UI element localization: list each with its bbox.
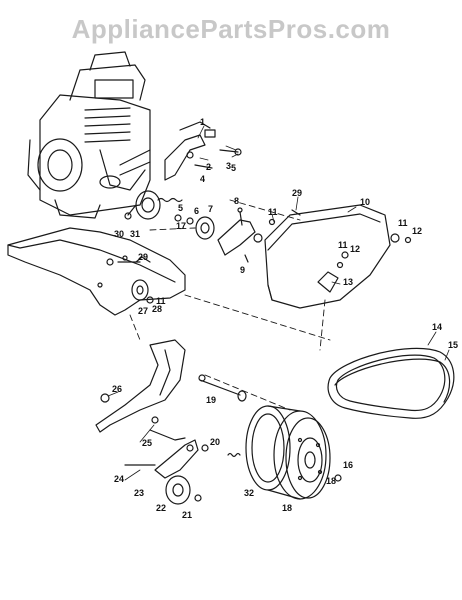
engine — [28, 52, 150, 218]
callout-30: 30 — [114, 229, 125, 239]
callout-8: 8 — [234, 196, 240, 206]
callout-2: 2 — [206, 162, 212, 172]
callout-25: 25 — [142, 438, 153, 448]
engine-pulley — [125, 191, 160, 219]
callout-4: 4 — [200, 174, 206, 184]
alignment-lines — [130, 200, 330, 410]
callout-11-a: 11 — [268, 207, 278, 217]
callout-28: 28 — [152, 304, 163, 314]
callout-13: 13 — [343, 277, 354, 287]
callout-5-upper: 5 — [178, 203, 184, 213]
callout-29-b: 29 — [138, 252, 149, 262]
callout-9: 9 — [240, 265, 246, 275]
callout-22: 22 — [156, 503, 167, 513]
callout-1: 1 — [200, 117, 206, 127]
callout-29-a: 29 — [292, 188, 303, 198]
callout-31: 31 — [130, 229, 141, 239]
lower-bracket — [96, 340, 185, 440]
transmission-pulley — [246, 406, 341, 499]
cover-hardware — [270, 220, 411, 243]
callout-18-a: 18 — [282, 503, 293, 513]
watermark-text: AppliancePartsPros.com — [71, 14, 391, 44]
callout-5-right: 5 — [231, 163, 237, 173]
callout-10: 10 — [360, 197, 371, 207]
callout-26: 26 — [112, 384, 123, 394]
callout-16: 16 — [343, 460, 354, 470]
callout-3: 3 — [226, 161, 232, 171]
idler-arm — [125, 440, 240, 478]
callout-7: 7 — [208, 204, 214, 214]
idler-shaft — [199, 375, 246, 401]
callout-6: 6 — [194, 206, 200, 216]
callout-21: 21 — [182, 510, 193, 520]
callout-32: 32 — [244, 488, 255, 498]
belt-cover — [265, 205, 390, 308]
callout-20: 20 — [210, 437, 221, 447]
leader-lines — [108, 126, 449, 480]
callout-11-d: 11 — [156, 296, 166, 306]
callout-24: 24 — [114, 474, 125, 484]
callout-17: 17 — [176, 221, 187, 231]
callout-27: 27 — [138, 306, 149, 316]
callout-15: 15 — [448, 340, 459, 350]
callout-11-c: 11 — [398, 218, 408, 228]
idler-bracket — [165, 122, 241, 180]
shield-hardware — [132, 257, 153, 303]
idler-pulley — [166, 476, 201, 504]
callout-19: 19 — [206, 395, 217, 405]
callout-12-b: 12 — [412, 226, 423, 236]
idler-hardware — [175, 215, 214, 239]
callout-18-b: 18 — [326, 476, 337, 486]
callout-14: 14 — [432, 322, 443, 332]
tension-bracket — [218, 208, 262, 262]
callout-12-a: 12 — [350, 244, 361, 254]
callout-23: 23 — [134, 488, 145, 498]
drive-belts — [328, 348, 454, 418]
callout-11-b: 11 — [338, 240, 348, 250]
spring — [158, 199, 182, 202]
